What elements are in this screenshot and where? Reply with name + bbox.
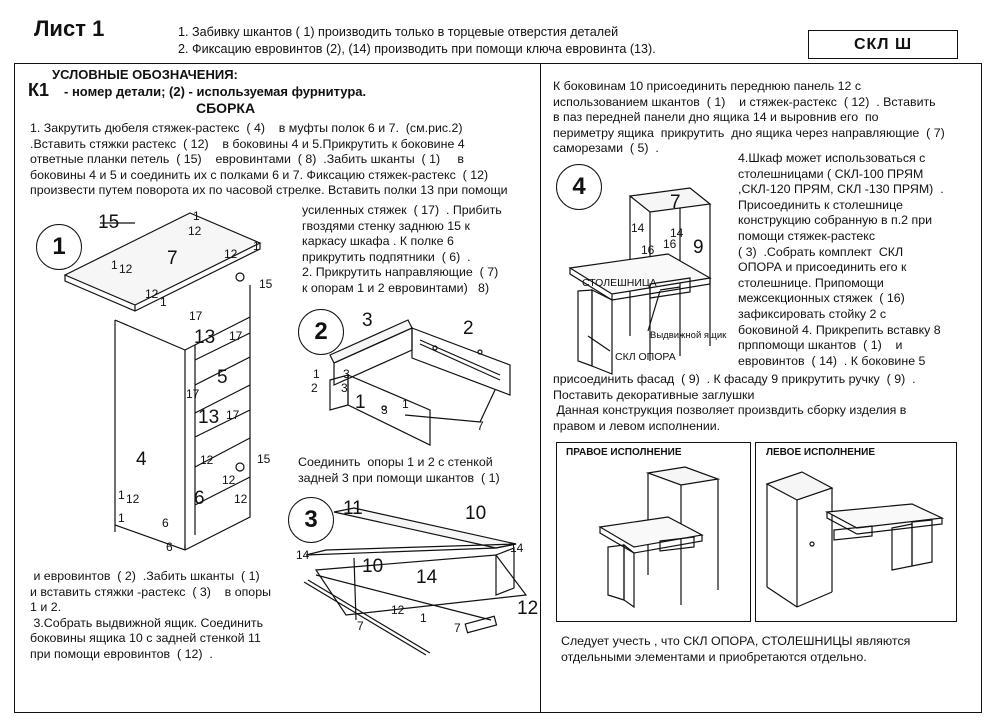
fig1-label: 17 [189,309,203,323]
general-note-1: 1. Забивку шкантов ( 1) производить толь… [178,25,619,39]
fig1-label: 13 [194,327,216,348]
fig1-label: 1 [111,258,118,272]
fig1-label: 17 [226,408,240,422]
right-variant-box [556,442,751,622]
fig1-label: 12 [188,224,202,238]
fig1-label: 1 [160,295,167,309]
footnote-text: Следует учесть , что СКЛ ОПОРА, СТОЛЕШНИ… [561,634,911,664]
fig2-label: 2 [311,381,318,395]
product-code-box: СКЛ Ш [808,30,958,59]
fig1-label: 1 [193,209,200,223]
fig3-label: 10 [362,556,384,577]
fig4-label: 16 [641,243,655,257]
fig4-label: 9 [693,237,704,258]
fig4-label: 7 [670,192,681,213]
fig2-label: 2 [463,318,474,339]
left-variant-box [755,442,957,622]
fig1-label: 12 [126,492,140,506]
step-number-1: 1 [36,224,82,270]
figure-4-desk-drawing [560,186,738,378]
fig2-label: 3 [341,381,348,395]
right-variant-title: ПРАВОЕ ИСПОЛНЕНИЕ [566,447,682,458]
fig1-label: 6 [162,516,169,530]
fig1-label: 17 [229,329,243,343]
fig1-label: 13 [198,407,220,428]
fig3-label: 10 [465,503,487,524]
step-number-2: 2 [298,309,344,355]
general-notes: 1. Забивку шкантов ( 1) производить толь… [178,24,656,58]
step-3-continued-text: К боковинам 10 присоединить переднюю пан… [553,79,945,156]
fig1-label: 1 [253,239,260,253]
page-frame [14,63,982,713]
left-variant-drawing [762,462,952,617]
fig1-label: 12 [119,262,133,276]
fig3-label: 11 [343,498,363,519]
fig1-label: 12 [145,287,159,301]
figure-2-supports-drawing [300,310,530,450]
fig4-tabletop-label: СТОЛЕШНИЦА [582,277,657,289]
fig1-label: 1 [118,488,125,502]
right-variant-drawing [590,465,730,615]
fig1-label: 12 [200,453,214,467]
fig1-label: 15 [257,452,271,466]
fig4-label: 14 [670,226,684,240]
step-1-text: 1. Закрутить дюбеля стяжек-растекс ( 4) … [30,121,508,198]
fig1-label: 12 [234,492,248,506]
fig1-label: 6 [166,540,173,554]
step-2-end-text: и евровинтов ( 2) .Забить шканты ( 1) и … [30,569,272,661]
legend-heading: УСЛОВНЫЕ ОБОЗНАЧЕНИЯ: [52,67,238,82]
fig4-support-label: СКЛ ОПОРА [615,351,676,363]
fig3-label: 7 [357,619,364,633]
fig1-label: 12 [224,247,238,261]
fig3-label: 14 [296,548,310,562]
fig3-label: 7 [454,621,461,635]
fig2-label: 1 [313,367,320,381]
fig3-label: 14 [510,541,524,555]
fig1-label: 7 [167,248,178,269]
assembly-heading: СБОРКА [196,100,256,116]
fig4-label: 14 [631,221,645,235]
fig4-drawer-label: Выдвижной ящик [650,330,727,341]
fig1-label: 6 [194,488,205,509]
fig1-label: 1 [118,511,125,525]
fig2-label: 3 [381,403,388,417]
step-4-end-text: присоединить фасад ( 9) . К фасаду 9 при… [553,372,916,433]
step-4-text: 4.Шкаф может использоваться с столешница… [738,151,944,368]
fig3-label: 12 [391,603,405,617]
fig1-label: 4 [136,449,147,470]
fig2-label: 1 [402,397,409,411]
step-number-4: 4 [556,164,602,210]
sheet-title: Лист 1 [34,16,105,41]
fig1-label: 15 [259,277,273,291]
figure-3-drawer-drawing [296,500,536,660]
legend-part-number: К1 [28,80,49,100]
fig1-label: 15 [98,212,120,233]
fig3-label: 12 [517,598,539,619]
column-divider [540,63,541,713]
figure-1-cabinet-drawing [60,205,280,555]
fig2-label: 3 [362,310,373,331]
step-number-3: 3 [288,497,334,543]
step-2-join-text: Соединить опоры 1 и 2 с стенкой задней 3… [298,455,500,485]
fig2-label: 1 [355,392,366,413]
fig4-label: 16 [663,237,677,251]
fig1-label: 12 [222,473,236,487]
left-variant-title: ЛЕВОЕ ИСПОЛНЕНИЕ [766,447,875,458]
fig3-label: 1 [420,611,427,625]
step-1-continued-text: усиленных стяжек ( 17) . Прибить гвоздям… [302,203,502,295]
fig2-label: 3 [343,367,350,381]
fig3-label: 14 [416,567,438,588]
legend-description: - номер детали; (2) - используемая фурни… [64,84,367,99]
fig1-label: 17 [186,387,200,401]
fig2-label: 7 [477,419,484,433]
general-note-2: 2. Фиксацию евровинтов (2), (14) произво… [178,42,656,56]
fig1-label: 5 [217,367,228,388]
